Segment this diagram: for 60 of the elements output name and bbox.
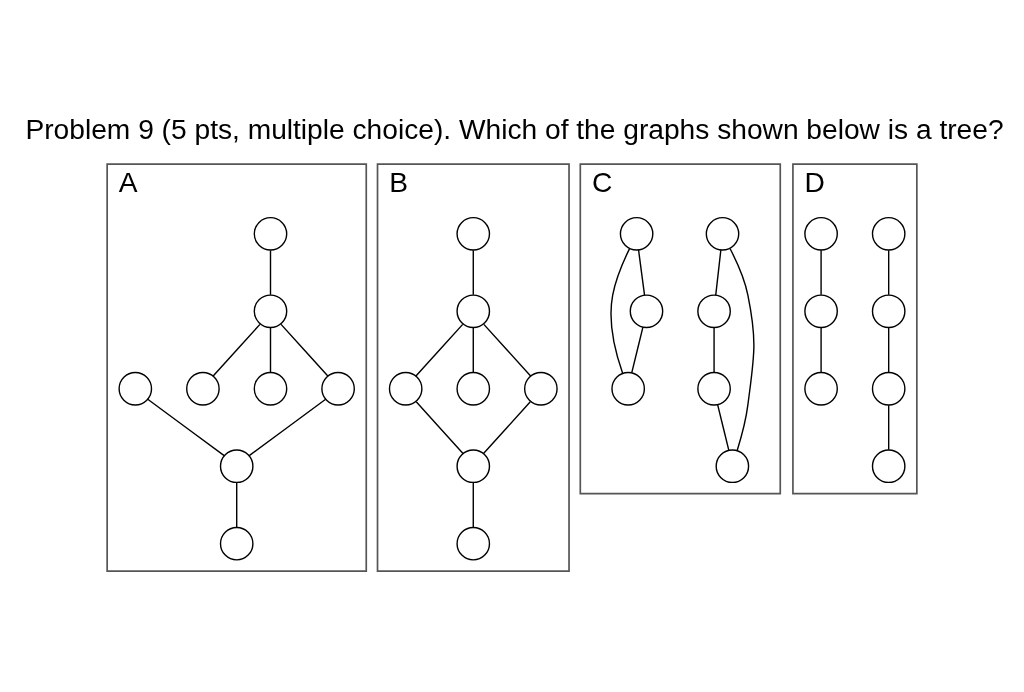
node-circle bbox=[456, 371, 491, 406]
connector bbox=[415, 323, 464, 377]
connector bbox=[717, 403, 730, 451]
node-circle bbox=[253, 216, 288, 251]
connector bbox=[482, 400, 531, 454]
node-circle bbox=[186, 371, 220, 406]
node-circle bbox=[219, 526, 254, 561]
node-circle bbox=[456, 526, 491, 561]
node-circle bbox=[715, 448, 750, 483]
node-circle bbox=[253, 293, 288, 328]
node-circle bbox=[118, 371, 153, 406]
connector bbox=[887, 249, 890, 295]
connector bbox=[820, 326, 822, 373]
node-circle bbox=[697, 293, 731, 328]
connector bbox=[729, 247, 755, 451]
node-circle bbox=[456, 448, 491, 483]
node-circle bbox=[871, 448, 906, 483]
node-circle bbox=[611, 371, 646, 406]
connector bbox=[637, 248, 646, 296]
cluster: C bbox=[579, 162, 782, 494]
node-circle bbox=[804, 371, 838, 406]
connector bbox=[887, 404, 890, 450]
connector bbox=[610, 247, 631, 374]
node-circle bbox=[697, 371, 731, 406]
node-circle bbox=[456, 293, 491, 328]
node-circle bbox=[705, 216, 740, 251]
connector bbox=[147, 398, 225, 456]
node-circle bbox=[871, 293, 906, 328]
node-circle bbox=[219, 448, 254, 483]
connector bbox=[887, 326, 890, 373]
node-circle bbox=[804, 293, 838, 328]
node-circle bbox=[523, 371, 558, 406]
connector bbox=[820, 249, 822, 295]
diagram-title: Problem 9 (5 pts, multiple choice). Which of the graphs shown below is a tree? bbox=[25, 113, 1004, 145]
connector bbox=[472, 326, 474, 373]
node-circle bbox=[456, 216, 491, 251]
node-circle bbox=[619, 216, 654, 251]
cluster: A bbox=[106, 162, 368, 572]
connector bbox=[483, 323, 532, 377]
node-circle bbox=[629, 293, 664, 328]
connector bbox=[269, 326, 272, 373]
node-circle bbox=[804, 216, 838, 251]
connector bbox=[269, 249, 272, 295]
node-circle bbox=[871, 371, 906, 406]
connector bbox=[713, 326, 715, 373]
connector bbox=[631, 326, 644, 373]
connector bbox=[248, 398, 327, 456]
connector bbox=[415, 400, 464, 454]
connector bbox=[236, 481, 238, 528]
connector bbox=[280, 323, 329, 377]
node-circle bbox=[871, 216, 906, 251]
connector bbox=[472, 481, 474, 528]
node-circle bbox=[388, 371, 423, 406]
node-circle bbox=[321, 371, 355, 406]
node-circle bbox=[253, 371, 288, 406]
cluster: D bbox=[792, 162, 918, 494]
connector bbox=[212, 323, 261, 377]
cluster: B bbox=[376, 162, 570, 572]
connector bbox=[715, 248, 722, 296]
connector bbox=[472, 249, 474, 295]
